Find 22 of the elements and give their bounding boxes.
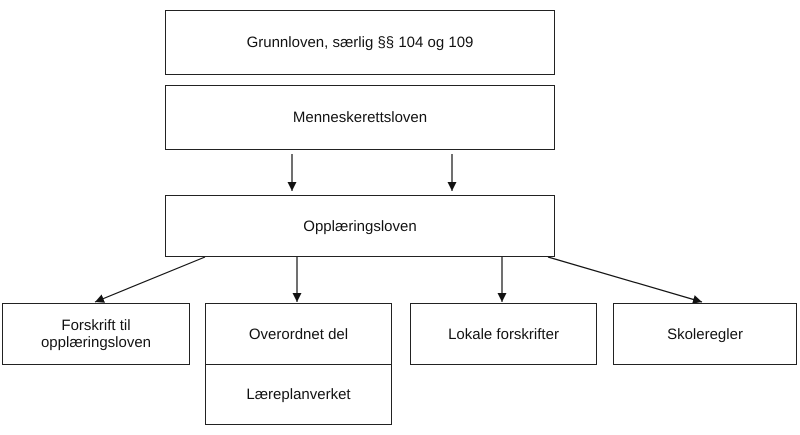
arrow xyxy=(288,154,296,191)
box-label: Læreplanverket xyxy=(246,386,351,403)
text-box xyxy=(410,303,597,365)
box-label: Forskrift til opplæringsloven xyxy=(40,317,152,351)
arrow xyxy=(448,154,456,191)
text-box xyxy=(165,195,555,257)
box-label: Skoleregler xyxy=(667,326,743,342)
text-box xyxy=(165,85,555,150)
box-label: Overordnet del xyxy=(248,326,348,342)
arrow xyxy=(94,256,206,303)
text-box xyxy=(165,10,555,75)
text-box xyxy=(205,303,392,365)
box-label: Menneskerettsloven xyxy=(292,109,428,126)
text-box xyxy=(613,303,797,365)
arrow xyxy=(498,257,506,302)
arrow xyxy=(548,256,702,304)
arrow xyxy=(292,257,302,302)
text-box xyxy=(205,364,392,425)
text-box xyxy=(2,303,190,365)
box-label: Opplæringsloven xyxy=(303,218,417,234)
box-label: Lokale forskrifter xyxy=(448,326,559,342)
box-label: Grunnloven, særlig §§ 104 og 109 xyxy=(246,34,474,51)
